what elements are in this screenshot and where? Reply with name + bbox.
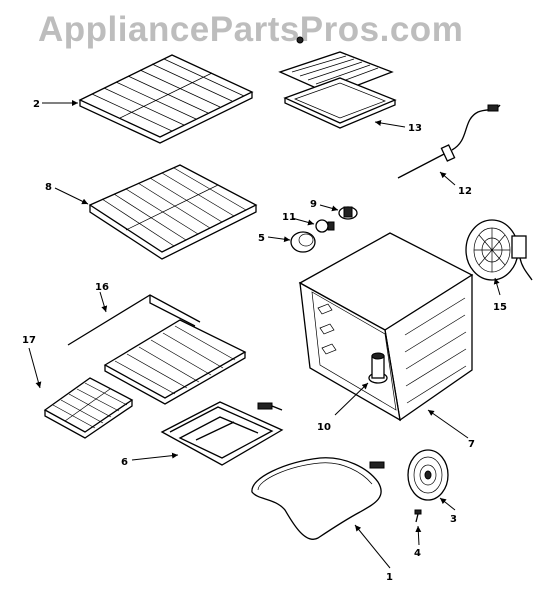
- bake-element[interactable]: [251, 457, 385, 540]
- callout-2: 2: [33, 99, 40, 110]
- rack-support[interactable]: [67, 294, 247, 405]
- callout-4: 4: [414, 548, 421, 559]
- callout-7: 7: [468, 439, 475, 450]
- light-lens[interactable]: [290, 231, 316, 253]
- callout-9: 9: [310, 199, 317, 210]
- callout-15: 15: [493, 302, 507, 313]
- callout-8: 8: [45, 182, 52, 193]
- light-bulb[interactable]: [315, 219, 335, 233]
- light-socket[interactable]: [338, 206, 358, 220]
- callout-12: 12: [458, 186, 472, 197]
- broil-element[interactable]: [160, 401, 284, 466]
- callout-16: 16: [95, 282, 109, 293]
- site-watermark: AppliancePartsPros.com: [38, 10, 464, 49]
- oven-rack-top[interactable]: [78, 54, 254, 144]
- callout-11: 11: [282, 212, 296, 223]
- oven-cavity[interactable]: [298, 232, 474, 422]
- callout-6: 6: [121, 457, 128, 468]
- callout-10: 10: [317, 422, 331, 433]
- fan-cover[interactable]: [407, 449, 449, 501]
- callout-5: 5: [258, 233, 265, 244]
- callout-1: 1: [386, 572, 393, 583]
- oven-rack-second[interactable]: [88, 164, 258, 260]
- callout-17: 17: [22, 335, 36, 346]
- convection-fan[interactable]: [465, 219, 533, 281]
- half-rack[interactable]: [43, 377, 134, 439]
- broiler-pan[interactable]: [278, 36, 397, 129]
- screw[interactable]: [414, 509, 422, 523]
- callout-13: 13: [408, 123, 422, 134]
- temperature-sensor[interactable]: [397, 104, 501, 179]
- callout-3: 3: [450, 514, 457, 525]
